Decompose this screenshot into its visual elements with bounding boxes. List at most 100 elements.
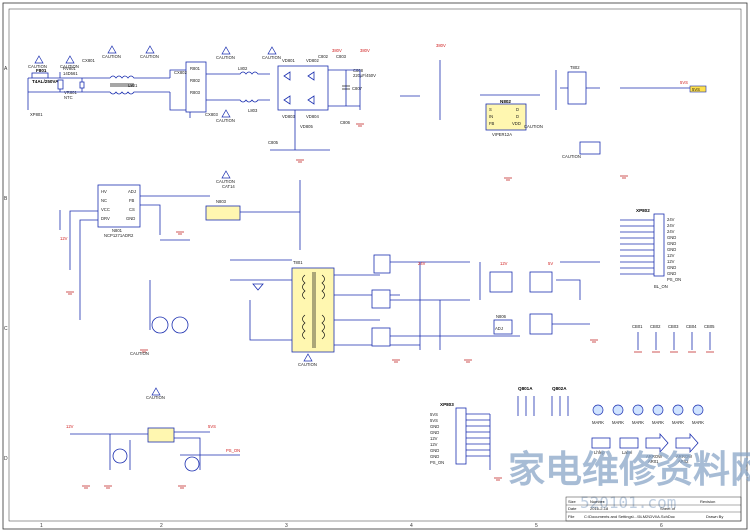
c806-ref: C806 xyxy=(340,120,351,125)
main-converter-section: T801 CAUTION 24V 12V 5V N806 ADJ xyxy=(230,254,600,367)
grid-col-1: 1 xyxy=(40,523,43,529)
ps-on-opto xyxy=(147,427,175,443)
5vs-label: 5VS xyxy=(680,80,688,85)
arrow-label: ARROW xyxy=(646,454,662,459)
controller-ic-ref: N801 xyxy=(112,228,123,233)
cx803-ref: CX803 xyxy=(205,112,218,117)
caution-icon xyxy=(151,387,161,396)
fiducial-mark-label: MARK xyxy=(612,420,624,425)
output-transistor xyxy=(529,313,553,335)
standby-transformer xyxy=(567,71,587,105)
grid-row-c: C xyxy=(4,326,8,332)
ctrl-pin-cs: CS xyxy=(129,207,135,212)
ntc-value: NTC xyxy=(64,95,73,100)
caution-label: CAUTION xyxy=(262,55,281,60)
connector-pin-label: 12V xyxy=(667,259,675,264)
l801-choke xyxy=(109,75,170,95)
ground-symbol xyxy=(392,339,598,363)
connector-pin-label: GND xyxy=(667,241,676,246)
grid-col-4: 4 xyxy=(410,523,413,529)
fiducial-mark-label: MARK xyxy=(672,420,684,425)
title-block: Size Number Revision Date 2016-2-18 Shee… xyxy=(565,496,742,522)
fiducial-mark xyxy=(612,404,624,416)
5vs-label: 5VS xyxy=(208,424,216,429)
test-points: CB01 CB02 CB03 CB04 CB05 xyxy=(632,324,715,353)
caution-label: CAUTION xyxy=(102,54,121,59)
output-transistor xyxy=(529,271,553,293)
logo-label: Label xyxy=(622,450,632,455)
ctrl-pin-drv: DRV xyxy=(101,216,110,221)
transistor-symbol xyxy=(112,448,128,464)
cx801-ref: CX801 xyxy=(82,58,95,63)
bridge-diodes xyxy=(283,71,315,105)
connector-pin-label: 12V xyxy=(430,442,438,447)
tb-file-value: C:\Documents and Settings\...\5LM2\DVI\A… xyxy=(584,514,675,519)
fiducial-mark xyxy=(672,404,684,416)
output-wires xyxy=(390,261,520,350)
caution-label: CAUTION xyxy=(562,154,581,159)
controller-wires xyxy=(59,195,210,330)
xp803-body xyxy=(455,407,467,465)
caution-label: CAUTION xyxy=(524,124,543,129)
12v-label: 12V xyxy=(500,261,508,266)
grid-row-b: B xyxy=(4,196,8,202)
output-transistor xyxy=(489,271,513,293)
controller-ic xyxy=(97,184,141,228)
c807-ref: C807 xyxy=(352,86,363,91)
fiducial-mark-label: MARK xyxy=(592,420,604,425)
varistor-ref: RV801 xyxy=(63,66,76,71)
connector-xp802: XP802 24V24V24VGNDGNDGND12V12VGNDGNDPS_O… xyxy=(620,208,681,289)
tb-date: Date xyxy=(568,506,577,511)
diode-symbol xyxy=(252,283,264,291)
regulator-ic xyxy=(493,319,513,335)
ntc-ref: VR801 xyxy=(64,90,77,95)
l803-ref: L803 xyxy=(248,108,258,113)
l801-ref: L801 xyxy=(128,83,138,88)
bulk-cap-rating: 220μF/450V xyxy=(353,73,376,78)
connector-pin-label: GND xyxy=(667,235,676,240)
regulator-ref: N806 xyxy=(496,314,507,319)
vd803-ref: VD803 xyxy=(282,114,295,119)
test-point-label: CB01 xyxy=(632,324,643,329)
caution-icon xyxy=(221,170,231,179)
varistor-rating: 14D561 xyxy=(63,71,78,76)
r803-ref: R803 xyxy=(190,90,201,95)
standby-wires xyxy=(400,60,700,120)
ctrl-pin-nc: NC xyxy=(101,198,107,203)
transformer-wires xyxy=(230,259,420,346)
standby-pin-in: IN xyxy=(489,114,493,119)
t802-ref: T802 xyxy=(570,65,580,70)
fiducial-mark xyxy=(632,404,644,416)
xp803-ref: XP803 xyxy=(440,402,454,407)
tb-date-value: 2016-2-18 xyxy=(590,506,609,511)
caution-icon xyxy=(65,55,75,64)
tb-size: Size xyxy=(568,499,577,504)
caution-icon xyxy=(107,45,117,54)
5v-label: 5V xyxy=(548,261,553,266)
tb-drawn-by: Drawn By xyxy=(706,514,723,519)
connector-pin-label: GND xyxy=(430,430,439,435)
aux-wires xyxy=(270,110,330,151)
vd802-ref: VD802 xyxy=(306,58,319,63)
standby-pin-vdd: VDD xyxy=(512,121,521,126)
cx801-symbol xyxy=(79,81,85,89)
opto-ref: N803 xyxy=(216,199,227,204)
standby-section: 380V N802 S D IN D FB VDD VIPER12A T802 … xyxy=(400,43,707,181)
caution-label: CAUTION xyxy=(216,118,235,123)
fuse-symbol xyxy=(31,72,49,79)
test-point-label: CB02 xyxy=(650,324,661,329)
caution-label: CAUTION xyxy=(216,179,235,184)
caution-label: CAUTION xyxy=(216,55,235,60)
ctrl-pin-gnd: GND xyxy=(126,216,135,221)
connector-pin-label: PS_ON xyxy=(430,460,444,465)
caution-icon xyxy=(221,46,231,55)
caution-icon xyxy=(221,109,231,118)
varistor-symbol xyxy=(57,79,64,90)
feedback-opto xyxy=(205,205,241,221)
test-point-label: CB03 xyxy=(668,324,679,329)
connector-pin-label: GND xyxy=(430,448,439,453)
connector-pin-label: 24V xyxy=(667,223,675,228)
